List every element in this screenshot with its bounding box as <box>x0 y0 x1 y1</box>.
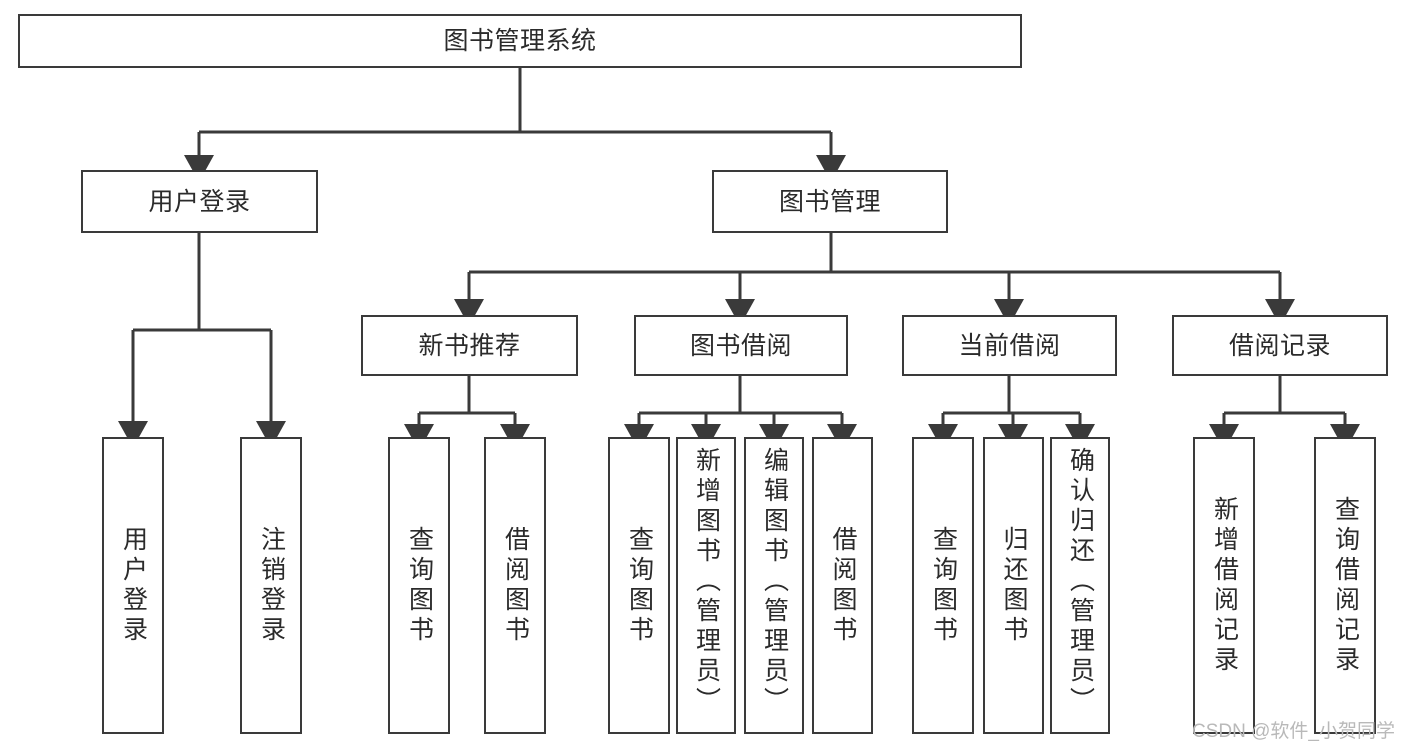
node-current-borrowing[interactable]: 当前借阅 <box>902 315 1117 376</box>
node-label: 借阅记录 <box>1228 331 1331 360</box>
node-label: 借阅图书 <box>829 525 857 646</box>
node-borrowing-records[interactable]: 借阅记录 <box>1172 315 1388 376</box>
node-label: 当前借阅 <box>958 331 1061 360</box>
leaf-borrow-add-book-admin[interactable]: 新增图书（管理员） <box>676 437 736 734</box>
node-label: 查询图书 <box>625 525 654 646</box>
node-label: 新增图书（管理员） <box>692 447 721 717</box>
node-root-book-management-system[interactable]: 图书管理系统 <box>18 14 1022 68</box>
leaf-borrow-edit-book-admin[interactable]: 编辑图书（管理员） <box>744 437 804 734</box>
leaf-borrow-query-books[interactable]: 查询图书 <box>608 437 670 734</box>
leaf-record-add-record[interactable]: 新增借阅记录 <box>1193 437 1255 734</box>
node-label: 新书推荐 <box>418 331 521 360</box>
leaf-user-login-login[interactable]: 用户登录 <box>102 437 164 734</box>
node-book-borrowing[interactable]: 图书借阅 <box>634 315 848 376</box>
node-label: 编辑图书（管理员） <box>760 447 789 717</box>
node-book-management[interactable]: 图书管理 <box>712 170 948 233</box>
node-user-login[interactable]: 用户登录 <box>81 170 318 233</box>
leaf-new-book-borrow-books[interactable]: 借阅图书 <box>484 437 546 734</box>
node-label: 注销登录 <box>257 525 286 646</box>
node-new-book-recommendation[interactable]: 新书推荐 <box>361 315 578 376</box>
leaf-current-query-books[interactable]: 查询图书 <box>912 437 974 734</box>
leaf-current-confirm-return-admin[interactable]: 确认归还（管理员） <box>1050 437 1110 734</box>
leaf-new-book-query-books[interactable]: 查询图书 <box>388 437 450 734</box>
node-label: 归还图书 <box>1000 525 1028 646</box>
leaf-user-login-logout[interactable]: 注销登录 <box>240 437 302 734</box>
node-label: 图书管理 <box>778 187 881 216</box>
watermark-text: CSDN @软件_小贺同学 <box>1192 721 1395 742</box>
node-label: 查询图书 <box>929 525 958 646</box>
node-label: 新增借阅记录 <box>1210 495 1239 676</box>
leaf-borrow-borrow-books[interactable]: 借阅图书 <box>812 437 873 734</box>
node-label: 图书管理系统 <box>443 27 597 55</box>
node-label: 借阅图书 <box>501 525 530 646</box>
node-label: 查询借阅记录 <box>1331 495 1360 676</box>
node-label: 确认归还（管理员） <box>1066 447 1095 717</box>
node-label: 图书借阅 <box>689 331 792 360</box>
leaf-current-return-books[interactable]: 归还图书 <box>983 437 1044 734</box>
node-label: 查询图书 <box>405 525 434 646</box>
node-label: 用户登录 <box>148 187 251 216</box>
leaf-record-query-record[interactable]: 查询借阅记录 <box>1314 437 1376 734</box>
node-label: 用户登录 <box>119 525 148 646</box>
